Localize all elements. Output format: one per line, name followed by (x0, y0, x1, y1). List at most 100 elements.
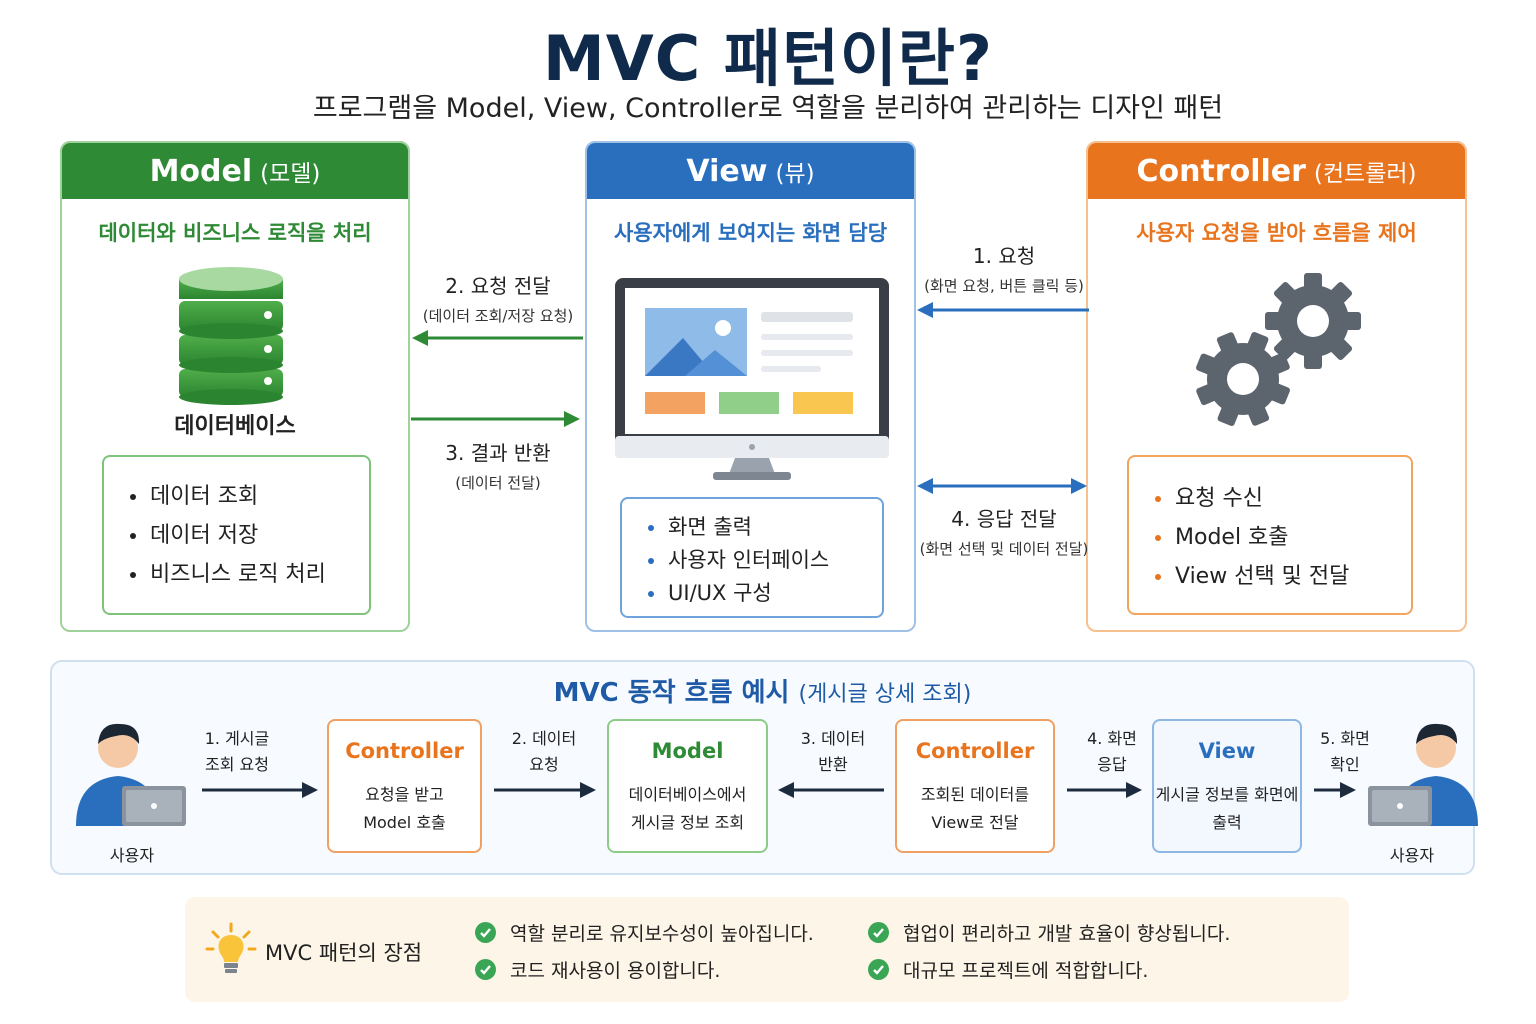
flow-title-sub: (게시글 상세 조회) (798, 682, 972, 707)
flow-box-line: 출력 (1212, 813, 1242, 832)
flow-arrows (202, 782, 1356, 798)
flow-step-line: 요청 (529, 755, 559, 774)
arrow-subtitle: (화면 선택 및 데이터 전달) (919, 540, 1089, 558)
flow-step-label: 1. 게시글 조회 요청 (192, 726, 282, 778)
monitor-icon (615, 278, 889, 480)
flow-step-line: 확인 (1330, 755, 1360, 774)
flow-box-line: 조회된 데이터를 (920, 785, 1030, 804)
benefit-item: 코드 재사용이 용이합니다. (475, 956, 720, 983)
flow-box-line: View로 전달 (931, 813, 1019, 832)
view-desc: 사용자에게 보여지는 화면 담당 (613, 221, 888, 245)
flow-step-line: 4. 화면 (1087, 729, 1137, 748)
flow-box-title: Controller (915, 739, 1035, 763)
arrow-result-to-view (411, 411, 580, 427)
arrow-subtitle: (화면 요청, 버튼 클릭 등) (924, 277, 1084, 295)
arrow-label-request-forward: 2. 요청 전달 (데이터 조회/저장 요청) (412, 270, 584, 326)
view-feature-list: 화면 출력 사용자 인터페이스 UI/UX 구성 (620, 497, 884, 618)
flow-box-line: 게시글 정보를 화면에 (1155, 785, 1299, 804)
model-card: Model (모델) 데이터와 비즈니스 로직을 처리 데이터베이스 데이터 조… (60, 141, 410, 632)
flow-title-main: MVC 동작 흐름 예시 (553, 678, 790, 708)
controller-card: Controller (컨트롤러) 사용자 요청을 받아 흐름을 제어 (1086, 141, 1467, 632)
user-left-icon (76, 723, 186, 826)
model-desc: 데이터와 비즈니스 로직을 처리 (98, 221, 372, 245)
flow-box-line: 데이터베이스에서 (628, 785, 747, 804)
flow-arrow (778, 782, 884, 798)
user-right-icon (1368, 723, 1478, 826)
flow-step-line: 5. 화면 (1320, 729, 1370, 748)
view-card: View (뷰) 사용자에게 보여지는 화면 담당 화면 출력 사용자 인터페이… (585, 141, 916, 632)
model-card-header: Model (모델) (62, 143, 408, 199)
controller-desc: 사용자 요청을 받아 흐름을 제어 (1136, 221, 1417, 245)
page-title: MVC 패턴이란? (543, 22, 993, 95)
check-icon (475, 959, 496, 980)
benefits-panel: MVC 패턴의 장점 역할 분리로 유지보수성이 높아집니다. 코드 재사용이 … (185, 897, 1349, 1002)
flow-title: MVC 동작 흐름 예시 (게시글 상세 조회) (52, 672, 1473, 709)
flow-box-controller-deliver: Controller 조회된 데이터를 View로 전달 (895, 719, 1055, 853)
flow-step-label: 2. 데이터 요청 (499, 726, 589, 778)
flow-step-label: 5. 화면 확인 (1305, 726, 1385, 778)
flow-step-line: 조회 요청 (205, 755, 269, 774)
flow-box-title: View (1198, 739, 1256, 763)
benefit-text: 역할 분리로 유지보수성이 높아집니다. (510, 923, 814, 945)
controller-feature-item: View 선택 및 전달 (1153, 557, 1411, 596)
arrow-request-to-model (412, 330, 583, 346)
user-right-label: 사용자 (1389, 846, 1435, 865)
database-icon (179, 267, 283, 405)
view-card-header: View (뷰) (587, 143, 914, 199)
benefit-item: 협업이 편리하고 개발 효율이 향상됩니다. (868, 919, 1230, 946)
arrow-label-request: 1. 요청 (화면 요청, 버튼 클릭 등) (918, 240, 1090, 296)
arrow-title: 3. 결과 반환 (445, 441, 551, 465)
controller-feature-item: 요청 수신 (1153, 479, 1411, 518)
flow-box-line: Model 호출 (363, 813, 446, 832)
model-title: Model (149, 153, 253, 189)
flow-step-line: 3. 데이터 (800, 729, 866, 748)
flow-step-label: 4. 화면 응답 (1067, 726, 1157, 778)
flow-box-title: Controller (345, 739, 464, 763)
benefit-text: 코드 재사용이 용이합니다. (510, 960, 721, 982)
controller-title-sub: (컨트롤러) (1313, 161, 1417, 187)
view-feature-item: 화면 출력 (646, 511, 882, 544)
gears-icon (1196, 273, 1361, 426)
arrow-response (917, 478, 1087, 494)
database-label: 데이터베이스 (174, 414, 296, 439)
flow-arrow (202, 782, 318, 798)
check-icon (475, 922, 496, 943)
view-title-sub: (뷰) (775, 161, 815, 187)
flow-box-title: Model (651, 739, 724, 763)
arrow-subtitle: (데이터 전달) (455, 474, 541, 492)
benefit-item: 대규모 프로젝트에 적합합니다. (868, 956, 1148, 983)
flow-box-view: View 게시글 정보를 화면에 출력 (1152, 719, 1302, 853)
model-feature-item: 비즈니스 로직 처리 (128, 555, 369, 594)
arrow-label-result: 3. 결과 반환 (데이터 전달) (412, 437, 584, 493)
model-feature-item: 데이터 저장 (128, 516, 369, 555)
flow-box-line: 요청을 받고 (365, 785, 444, 804)
flow-arrow (1314, 782, 1356, 798)
flow-box-model: Model 데이터베이스에서 게시글 정보 조회 (607, 719, 768, 853)
model-feature-list: 데이터 조회 데이터 저장 비즈니스 로직 처리 (102, 455, 371, 615)
user-left-label: 사용자 (109, 846, 155, 865)
model-feature-item: 데이터 조회 (128, 477, 369, 516)
flow-box-controller-request: Controller 요청을 받고 Model 호출 (327, 719, 482, 853)
flow-box-line: 게시글 정보 조회 (630, 813, 745, 832)
benefits-title: MVC 패턴의 장점 (265, 941, 423, 965)
flow-step-line: 응답 (1097, 755, 1127, 774)
view-feature-item: 사용자 인터페이스 (646, 544, 882, 577)
benefit-text: 대규모 프로젝트에 적합합니다. (903, 960, 1149, 982)
arrow-subtitle: (데이터 조회/저장 요청) (422, 307, 574, 325)
flow-step-line: 반환 (818, 755, 848, 774)
flow-step-line: 1. 게시글 (204, 729, 270, 748)
view-title: View (686, 153, 768, 189)
controller-title: Controller (1136, 153, 1306, 189)
benefit-text: 협업이 편리하고 개발 효율이 향상됩니다. (903, 923, 1231, 945)
controller-card-header: Controller (컨트롤러) (1088, 143, 1465, 199)
lightbulb-icon (205, 922, 257, 973)
controller-feature-list: 요청 수신 Model 호출 View 선택 및 전달 (1127, 455, 1413, 615)
flow-arrow (1067, 782, 1142, 798)
controller-feature-item: Model 호출 (1153, 518, 1411, 557)
arrow-title: 1. 요청 (972, 244, 1036, 268)
model-title-sub: (모델) (260, 161, 321, 187)
arrow-label-response: 4. 응답 전달 (화면 선택 및 데이터 전달) (912, 503, 1096, 559)
benefit-item: 역할 분리로 유지보수성이 높아집니다. (475, 919, 814, 946)
check-icon (868, 959, 889, 980)
